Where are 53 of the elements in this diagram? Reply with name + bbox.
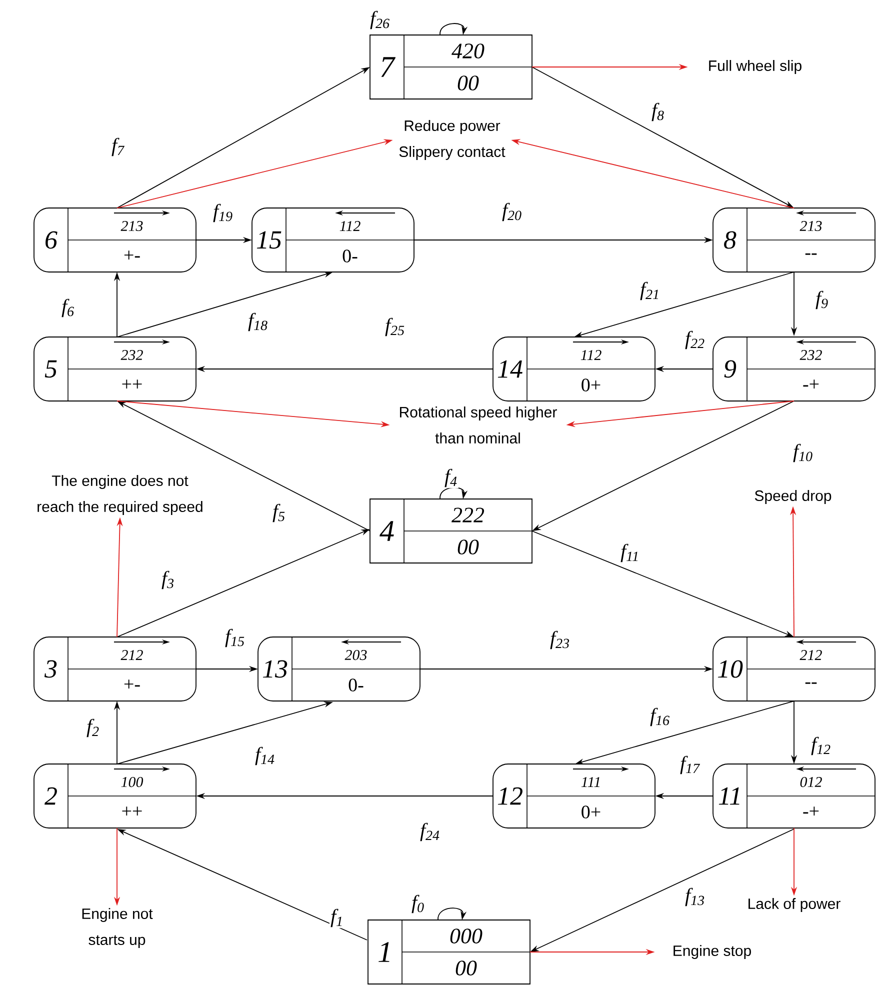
edge-label: f$_{20}$ [500,202,524,222]
edge-label: f$_{9}$ [814,290,830,310]
state-box: 5 232 ++ [34,336,196,402]
state-box: 15 112 0- [252,208,414,272]
edge-label: f$_{6}$ [60,298,76,318]
loop-arrow [440,487,468,500]
loop-arrow [440,23,468,36]
status-text: Full wheel slip [709,60,802,74]
edge-label: f$_{4}$ [443,468,459,488]
edge-label: f$_{23}$ [548,630,572,650]
state-box: 1 000 00 [368,920,530,984]
edge-label: f$_{22}$ [684,330,706,350]
edge-label: f$_{21}$ [638,280,662,302]
state-box: 2 100 ++ [34,764,196,828]
edge-label: f$_{5}$ [271,502,287,524]
edge-label: f$_{26}$ [368,10,392,30]
loop-arrow [438,908,467,920]
edge-label: f$_{12}$ [810,736,832,756]
edge-label: f$_{17}$ [678,754,702,776]
state-box: 13 203 0- [258,636,420,702]
edge-label: f$_{10}$ [792,442,814,464]
status-text: Lack of power [748,898,840,912]
edge-label: f$_{25}$ [384,316,406,338]
edge-label: f$_{7}$ [110,136,126,158]
state-box: 8 213 -- [712,208,876,272]
edge-label: f$_{3}$ [160,570,176,590]
status-text: Speed drop [754,490,832,504]
edge-label: f$_{13}$ [684,886,706,908]
edge-label: f$_{19}$ [212,202,234,224]
edge-label: f$_{1}$ [329,908,345,928]
edge-label: f$_{18}$ [246,312,270,332]
status-text: Rotational speed higher than nominal [400,406,557,444]
edge-label: f$_{8}$ [650,102,666,122]
state-box: 3 212 +- [34,636,196,702]
state-box: 10 212 -- [712,636,876,702]
state-box: 4 222 00 [370,498,532,564]
state-box: 12 111 0+ [492,764,656,828]
edge-label: f$_{24}$ [418,822,442,842]
status-text: The engine does not reach the required speed [38,475,202,515]
status-text: Engine stop [674,945,751,959]
status-text: Reduce power Slippery contact [399,120,506,160]
edge-label: f$_{11}$ [620,542,641,564]
state-box: 6 213 +- [34,208,196,272]
edge-label: f$_{15}$ [224,628,246,648]
state-box: 11 012 -+ [712,764,876,828]
edge-label: f$_{2}$ [85,718,101,738]
edge-label: f$_{0}$ [410,894,426,914]
state-box: 9 232 -+ [712,336,876,402]
status-text: Engine not starts up [82,908,153,948]
state-box: 7 420 00 [370,34,532,100]
edge-label: f$_{14}$ [254,746,276,766]
edge-label: f$_{16}$ [648,706,672,728]
state-box: 14 112 0+ [492,336,656,402]
